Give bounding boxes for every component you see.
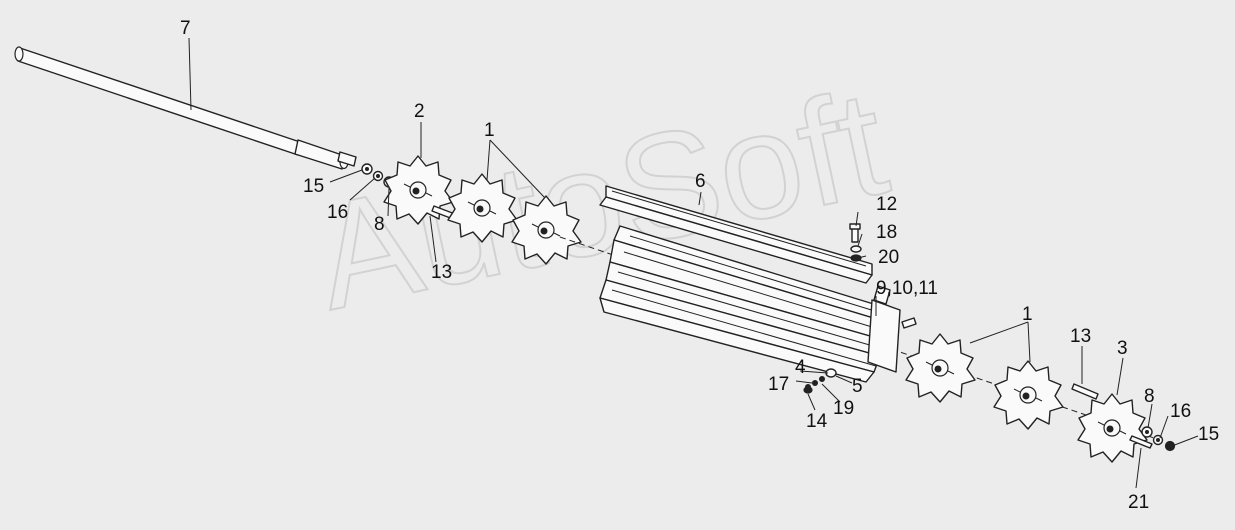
sprocket-part-1-d [993,360,1064,430]
label-part-2: 2 [414,101,425,122]
label-part-15-right: 15 [1198,424,1219,445]
sprocket-part-3 [1077,393,1148,463]
label-part-21: 21 [1128,492,1149,513]
washer-part-8-right [1141,426,1153,438]
nut-part-20 [850,254,862,262]
washer-part-16-left [372,170,384,182]
nut-part-15-right [1164,440,1176,452]
label-part-5: 5 [852,376,863,397]
label-part-20: 20 [878,247,899,268]
label-part-17: 17 [768,374,789,395]
shaft-part-7 [14,46,357,170]
label-part-18: 18 [876,222,897,243]
nut-part-15-left [361,163,373,175]
label-part-12: 12 [876,194,897,215]
drum-slats [599,225,901,383]
sprocket-part-1-c [905,333,976,403]
washer-part-16-right [1152,434,1164,446]
label-part-16-left: 16 [327,202,348,223]
label-part-16-right: 16 [1170,401,1191,422]
bolt-part-12 [849,223,861,243]
label-part-13-left: 13 [431,262,452,283]
label-part-8-right: 8 [1144,386,1155,407]
bolt-part-13-right [1071,383,1099,400]
label-part-6: 6 [695,171,706,192]
fastener-group-4-5-14-17-19 [803,368,837,394]
label-part-4: 4 [795,357,806,378]
label-part-3: 3 [1117,338,1128,359]
label-part-9-10-11: 9,10,11 [876,278,938,299]
label-part-1-left: 1 [484,120,495,141]
label-part-14: 14 [806,411,828,432]
leader-lines [188,37,1199,489]
label-part-15-left: 15 [303,176,324,197]
label-part-13-right: 13 [1070,326,1091,347]
pin-part-21 [1129,435,1153,449]
angle-bar-part-6 [599,185,873,284]
label-part-7: 7 [180,18,191,39]
label-part-1-right: 1 [1022,304,1033,325]
label-part-19: 19 [833,398,854,419]
label-part-8-left: 8 [374,214,385,235]
bolt-part-9-10-11 [901,317,917,329]
washer-part-18 [850,245,862,253]
